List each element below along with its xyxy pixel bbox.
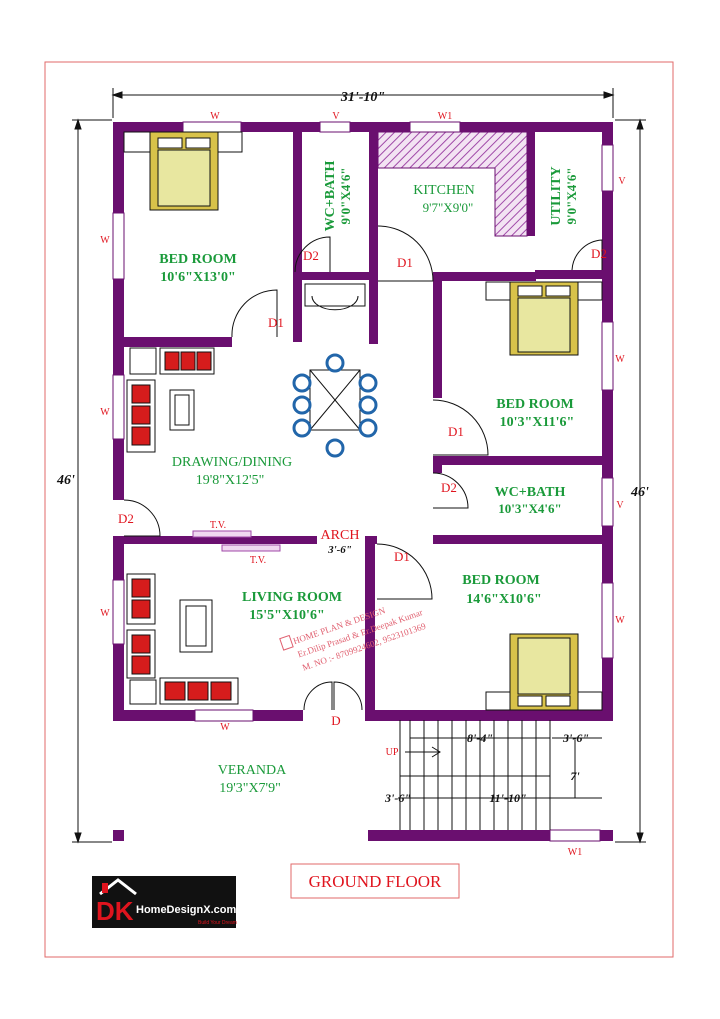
room-bedroom-right-bottom: BED ROOM 14'6"X10'6": [462, 573, 541, 607]
door-label: D2: [591, 246, 607, 261]
dining-table: [292, 353, 378, 458]
tv-label: T.V.: [210, 520, 226, 531]
windows: [112, 121, 614, 842]
door-label: D1: [448, 424, 464, 439]
floor-title-box: [290, 863, 460, 899]
svg-text:VERANDA: VERANDA: [218, 763, 287, 778]
left-dimension: [72, 118, 112, 844]
door-label: D2: [441, 480, 457, 495]
svg-text:WC+BATH: WC+BATH: [495, 485, 566, 500]
svg-text:14'6"X10'6": 14'6"X10'6": [466, 592, 541, 607]
bed-right-mid: [485, 281, 603, 356]
svg-text:9'0"X4'6": 9'0"X4'6": [564, 167, 579, 224]
room-bedroom-top-left: BED ROOM 10'6"X13'0": [159, 252, 236, 285]
svg-text:Build Your Dream: Build Your Dream: [198, 920, 237, 926]
svg-text:9'0"X4'6": 9'0"X4'6": [338, 167, 353, 224]
svg-text:10'3"X4'6": 10'3"X4'6": [498, 501, 562, 516]
svg-text:DRAWING/DINING: DRAWING/DINING: [172, 455, 292, 470]
svg-text:10'6"X13'0": 10'6"X13'0": [160, 270, 235, 285]
room-living: LIVING ROOM 15'5"X10'6": [242, 590, 342, 623]
svg-text:BED ROOM: BED ROOM: [462, 573, 539, 588]
window-label: W: [100, 407, 110, 418]
stair-up-label: UP: [386, 747, 399, 758]
arch-label: ARCH: [321, 528, 360, 543]
svg-text:HomeDesignX.com: HomeDesignX.com: [136, 904, 236, 916]
room-kitchen: KITCHEN 9'7"X9'0": [413, 183, 474, 215]
walls: [113, 122, 613, 841]
vent-label: V: [332, 111, 340, 122]
svg-text:15'5"X10'6": 15'5"X10'6": [249, 608, 324, 623]
door-label: D: [331, 713, 340, 728]
tv-units: [192, 530, 281, 552]
tv-label: T.V.: [250, 555, 266, 566]
window-label: W: [615, 354, 625, 365]
brand-logo: DK HomeDesignX.com Build Your Dream: [92, 876, 237, 928]
door-swings: [123, 225, 603, 711]
svg-text:9'7"X9'0": 9'7"X9'0": [423, 200, 474, 215]
stair-bottom-dim: 11'-10": [489, 791, 526, 805]
room-wc-top: WC+BATH 9'0"X4'6": [323, 161, 353, 232]
svg-text:BED ROOM: BED ROOM: [496, 397, 573, 412]
room-wc-right: WC+BATH 10'3"X4'6": [495, 485, 566, 516]
door-label: D1: [394, 549, 410, 564]
svg-text:10'3"X11'6": 10'3"X11'6": [500, 415, 575, 430]
floor-title: GROUND FLOOR: [309, 872, 442, 891]
bed-top-left: [123, 131, 243, 211]
window-label: W: [615, 615, 625, 626]
sofa-drawing: [126, 347, 215, 453]
vent-label: V: [618, 176, 626, 187]
svg-text:DK: DK: [96, 896, 134, 926]
door-label: D2: [118, 511, 134, 526]
overall-width-label: 31'-10": [340, 90, 385, 105]
svg-text:19'8"X12'5": 19'8"X12'5": [196, 473, 265, 488]
window-label: W: [100, 608, 110, 619]
room-utility: UTILITY 9'0"X4'6": [549, 166, 579, 225]
wc-fixture: [304, 283, 366, 311]
svg-text:KITCHEN: KITCHEN: [413, 183, 474, 198]
arch-width: 3'-6": [327, 544, 352, 556]
window-label: W1: [568, 847, 582, 858]
svg-text:19'3"X7'9": 19'3"X7'9": [219, 781, 281, 796]
window-label: W: [100, 235, 110, 246]
room-bedroom-right-mid: BED ROOM 10'3"X11'6": [496, 397, 574, 430]
vent-label: V: [616, 500, 624, 511]
right-dimension: [615, 118, 646, 844]
window-label: W: [210, 111, 220, 122]
room-veranda: VERANDA 19'3"X7'9": [218, 763, 287, 796]
opening-labels: W V W1 W W W V W V W W W1 D2 D1 D2 D1 D1…: [100, 111, 626, 858]
door-label: D2: [303, 248, 319, 263]
sofa-living: [126, 573, 239, 705]
svg-text:WC+BATH: WC+BATH: [323, 161, 338, 232]
dimension-labels: 3'-6" 8'-4" 3'-6" 7' 3'-6" 11'-10": [327, 544, 589, 805]
door-label: D1: [268, 315, 284, 330]
right-depth-label: 46': [630, 485, 649, 500]
stair-left-dim: 3'-6": [384, 791, 411, 805]
svg-text:LIVING ROOM: LIVING ROOM: [242, 590, 342, 605]
room-drawing-dining: DRAWING/DINING 19'8"X12'5": [172, 455, 292, 488]
bed-right-bottom: [485, 633, 603, 711]
svg-text:UTILITY: UTILITY: [549, 166, 564, 225]
page-border: [44, 61, 674, 958]
staircase: [398, 720, 602, 830]
svg-text:BED ROOM: BED ROOM: [159, 252, 236, 267]
stair-top-dim: 8'-4": [467, 731, 493, 745]
left-depth-label: 46': [56, 473, 75, 488]
window-label: W1: [438, 111, 452, 122]
top-dimension: [111, 88, 615, 118]
stair-height-dim: 7': [570, 769, 580, 783]
window-label: W: [220, 722, 230, 733]
door-label: D1: [397, 255, 413, 270]
stair-top-right-dim: 3'-6": [562, 731, 589, 745]
